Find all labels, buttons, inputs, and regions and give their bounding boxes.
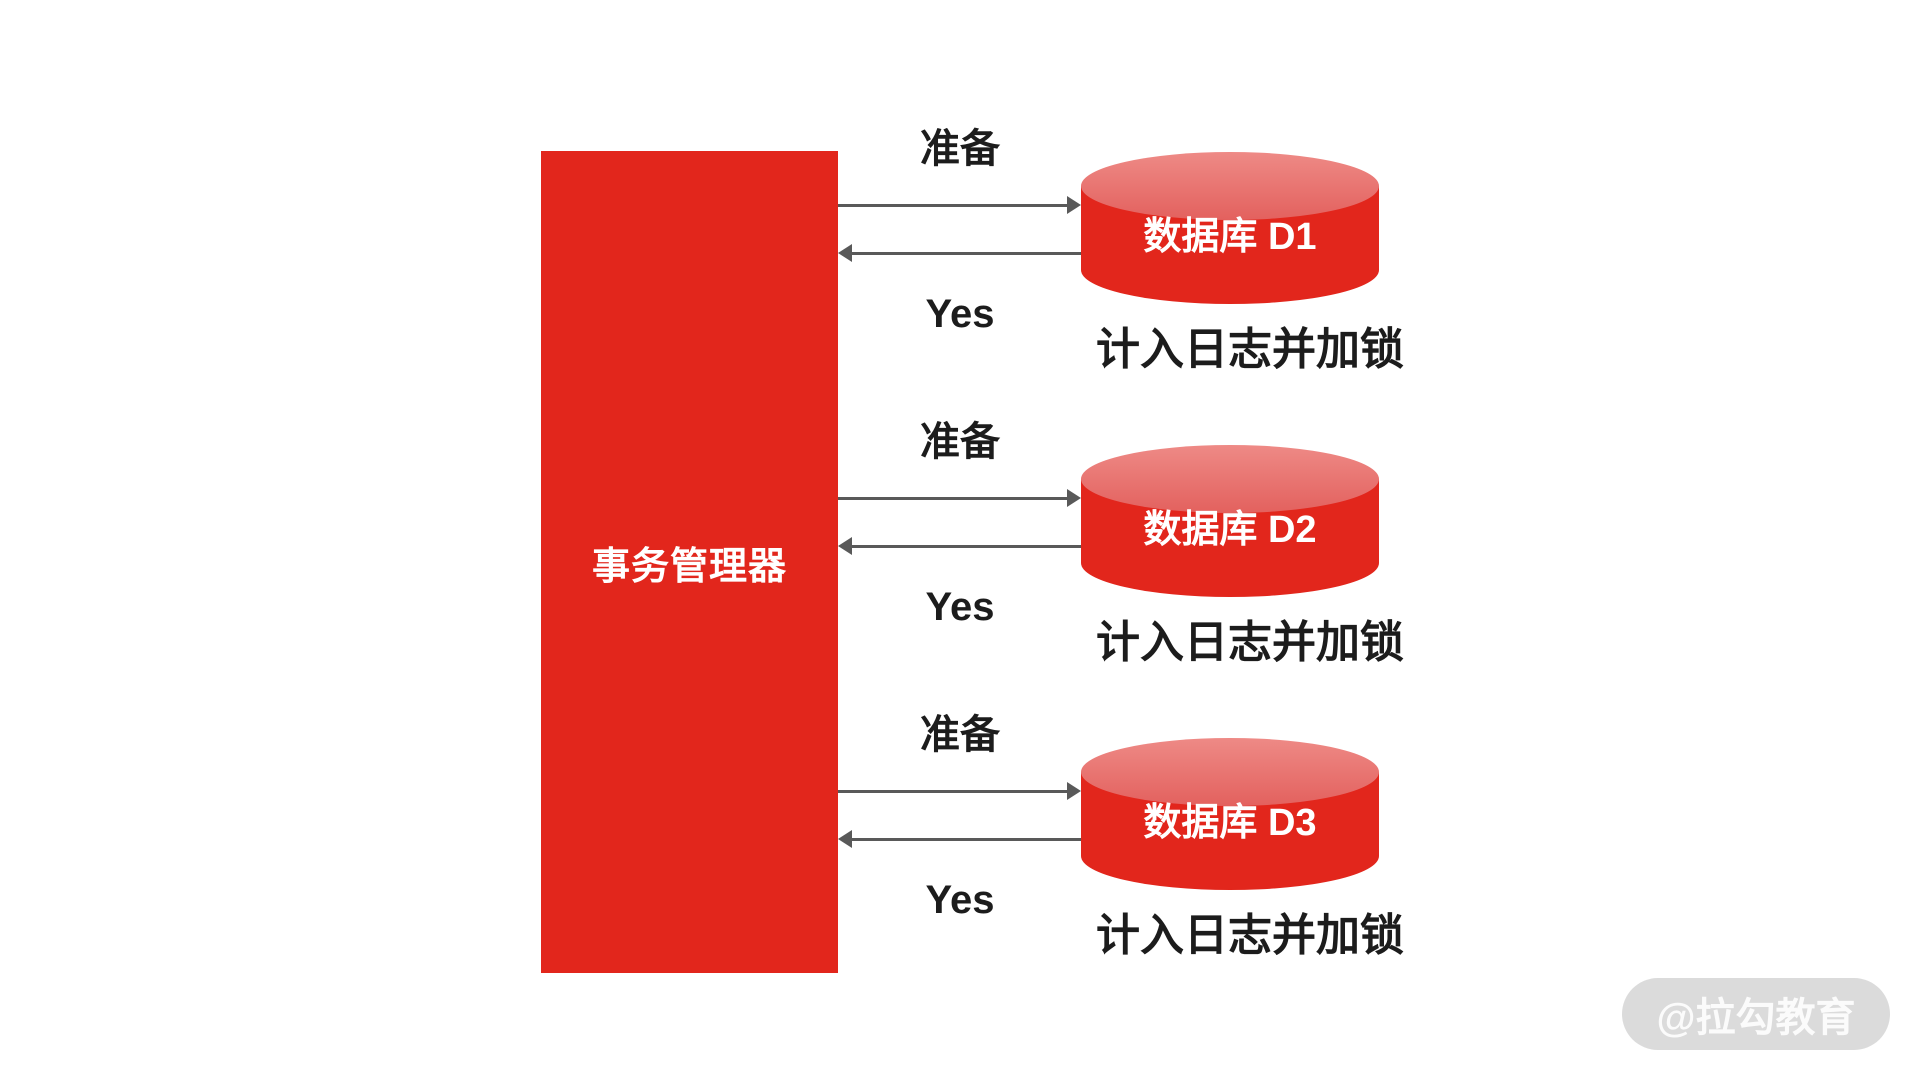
cylinder-bottom — [1081, 529, 1379, 597]
arrow-line — [851, 545, 1081, 548]
arrow-right-icon — [1067, 782, 1081, 800]
transaction-manager-box: 事务管理器 — [541, 151, 838, 973]
prepare-label: 准备 — [920, 713, 1000, 757]
log-lock-note: 计入日志并加锁 — [1096, 911, 1404, 960]
log-lock-note: 计入日志并加锁 — [1096, 618, 1404, 667]
watermark-badge: @拉勾教育 — [1622, 978, 1890, 1050]
arrow-right-icon — [1067, 196, 1081, 214]
prepare-arrow — [838, 196, 1081, 216]
cylinder-body — [1081, 186, 1379, 270]
cylinder-body — [1081, 479, 1379, 563]
yes-arrow — [838, 830, 1081, 850]
cylinder-top — [1081, 738, 1379, 806]
arrow-line — [851, 838, 1081, 841]
arrow-left-icon — [838, 830, 852, 848]
database-cylinder-d3: 数据库 D3 — [1081, 738, 1379, 890]
cylinder-body — [1081, 772, 1379, 856]
prepare-arrow — [838, 782, 1081, 802]
cylinder-bottom — [1081, 822, 1379, 890]
cylinder-bottom — [1081, 236, 1379, 304]
watermark-label: @拉勾教育 — [1656, 996, 1856, 1040]
prepare-label: 准备 — [920, 127, 1000, 171]
database-label: 数据库 D1 — [1143, 216, 1317, 258]
arrow-line — [838, 204, 1068, 207]
arrow-left-icon — [838, 537, 852, 555]
database-cylinder-d1: 数据库 D1 — [1081, 152, 1379, 304]
database-label: 数据库 D2 — [1143, 509, 1317, 551]
database-cylinder-d2: 数据库 D2 — [1081, 445, 1379, 597]
arrow-line — [851, 252, 1081, 255]
prepare-label: 准备 — [920, 420, 1000, 464]
yes-arrow — [838, 537, 1081, 557]
yes-label: Yes — [925, 292, 995, 336]
cylinder-top — [1081, 445, 1379, 513]
transaction-manager-label: 事务管理器 — [591, 545, 787, 588]
prepare-arrow — [838, 489, 1081, 509]
database-label: 数据库 D3 — [1143, 802, 1317, 844]
yes-label: Yes — [925, 878, 995, 922]
cylinder-top — [1081, 152, 1379, 220]
arrow-line — [838, 790, 1068, 793]
yes-arrow — [838, 244, 1081, 264]
arrow-line — [838, 497, 1068, 500]
arrow-right-icon — [1067, 489, 1081, 507]
yes-label: Yes — [925, 585, 995, 629]
log-lock-note: 计入日志并加锁 — [1096, 325, 1404, 374]
arrow-left-icon — [838, 244, 852, 262]
